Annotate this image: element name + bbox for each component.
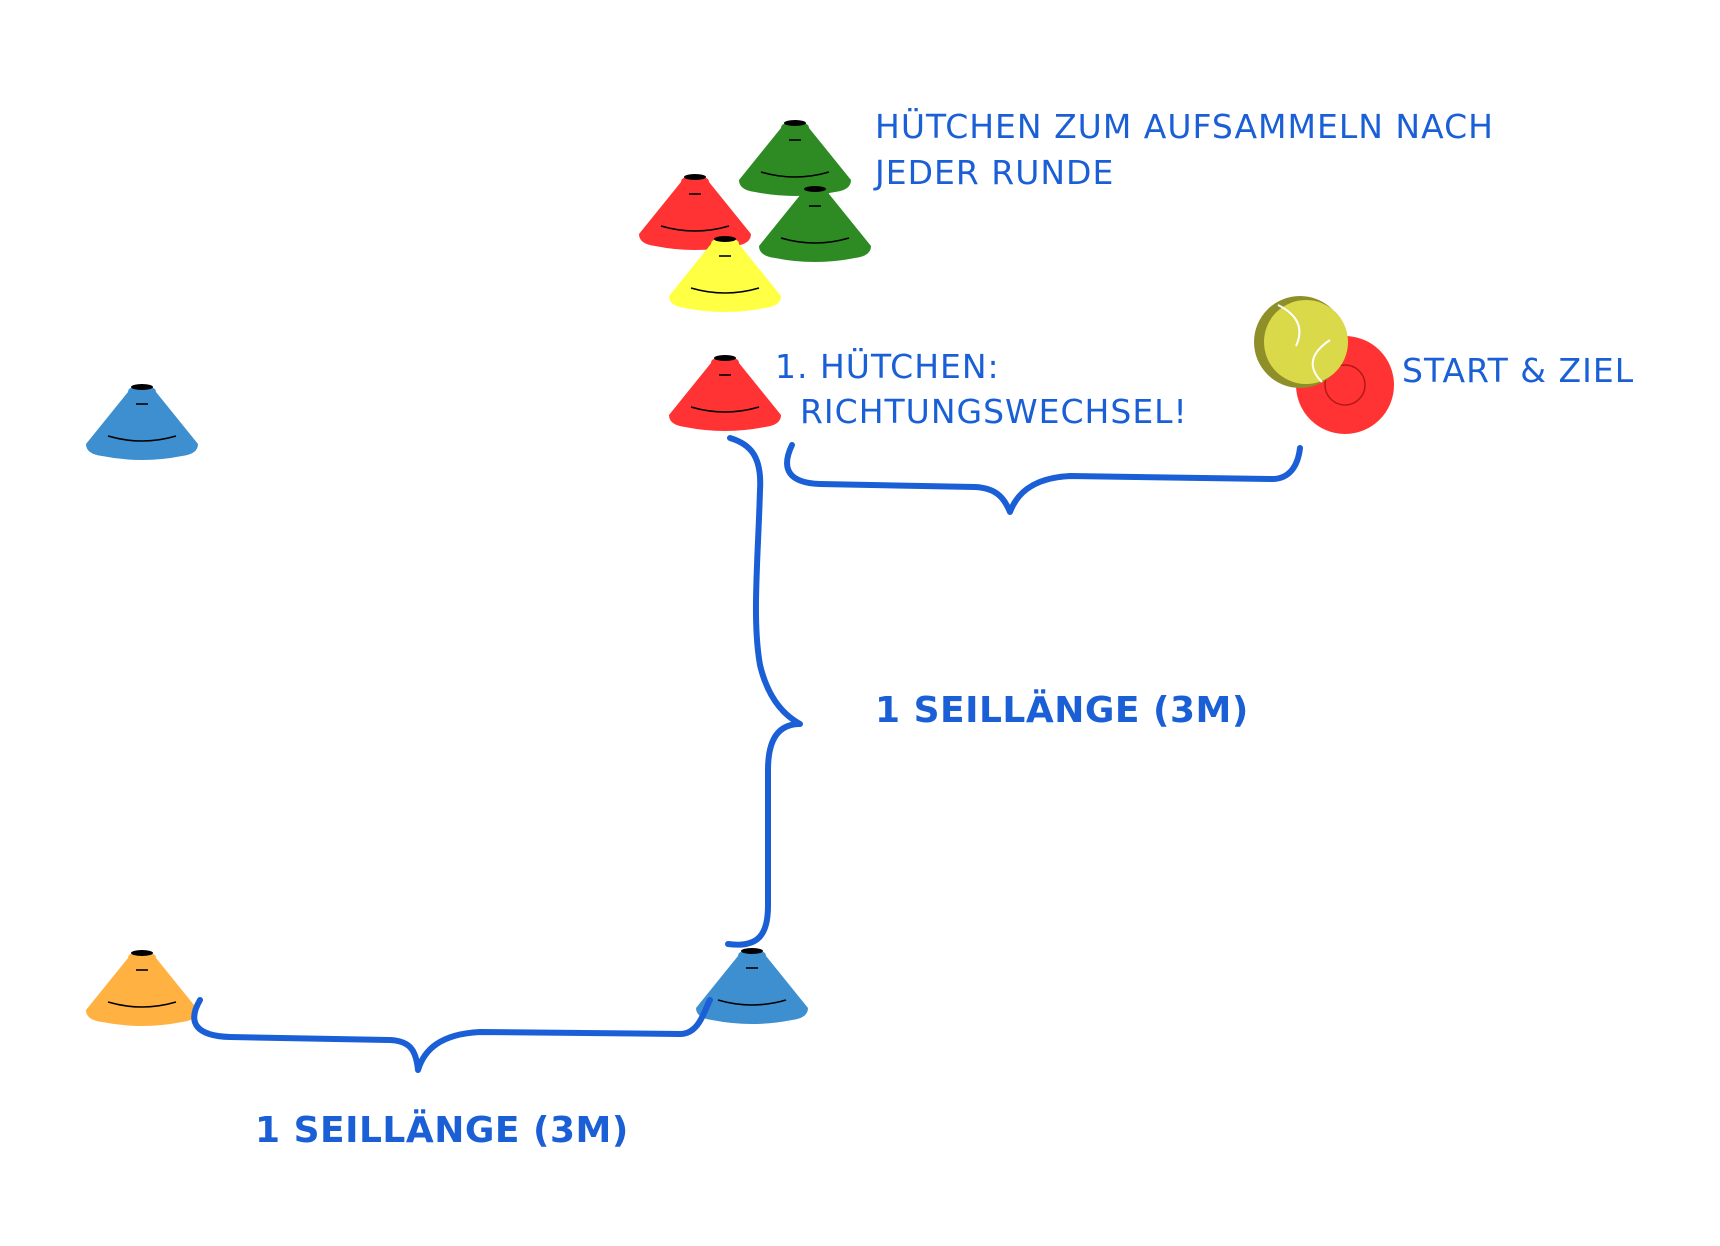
rope-length-label-horizontal: 1 SEILLÄNGE (3M) bbox=[255, 1109, 629, 1151]
rope-length-label-vertical: 1 SEILLÄNGE (3M) bbox=[875, 689, 1249, 731]
cone-blue-left bbox=[86, 384, 198, 460]
cone-yellow-collect bbox=[669, 236, 781, 312]
cone-red-collect bbox=[639, 174, 751, 250]
brace-vertical bbox=[725, 435, 803, 948]
first-cone-label-line1: 1. HÜTCHEN: bbox=[775, 346, 1000, 386]
cone-orange-bottom-left bbox=[86, 950, 198, 1026]
collect-label-line2: JEDER RUNDE bbox=[873, 153, 1114, 192]
cone-green-collect-top bbox=[739, 120, 851, 196]
brace-bottom-horizontal bbox=[191, 997, 713, 1073]
brace-top-horizontal bbox=[784, 442, 1303, 515]
cone-red-first bbox=[669, 355, 781, 431]
first-cone-label-line2: RICHTUNGSWECHSEL! bbox=[800, 392, 1188, 431]
start-finish-label: START & ZIEL bbox=[1402, 351, 1634, 390]
collect-label-line1: HÜTCHEN ZUM AUFSAMMELN NACH bbox=[875, 106, 1494, 146]
tennis-ball-icon bbox=[1254, 296, 1348, 388]
cone-blue-bottom bbox=[696, 948, 808, 1024]
cone-green-collect-right bbox=[759, 186, 871, 262]
